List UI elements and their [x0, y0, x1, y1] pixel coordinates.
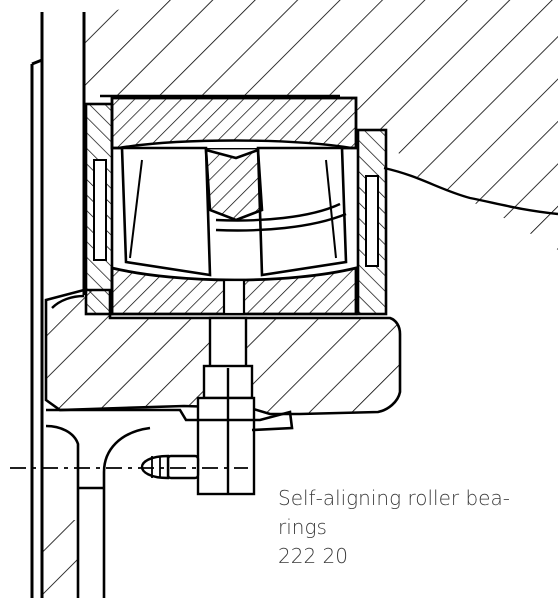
caption-line-2: rings — [278, 515, 327, 539]
lubrication-bore — [196, 316, 256, 496]
outer-ring — [110, 96, 358, 150]
housing-upper-section — [84, 0, 558, 250]
grease-nipple — [140, 454, 200, 480]
lower-flange — [45, 408, 294, 598]
right-seal-ring — [356, 128, 388, 316]
roller-elements — [120, 146, 348, 277]
lower-hatched-region — [42, 520, 78, 598]
caption-line-1: Self-aligning roller bea- — [278, 486, 510, 510]
left-seal-ring — [84, 102, 114, 316]
bearing-caption: Self-aligning roller bea- rings 222 20 — [278, 484, 554, 571]
inner-ring — [110, 266, 358, 316]
caption-line-3: 222 20 — [278, 544, 348, 568]
